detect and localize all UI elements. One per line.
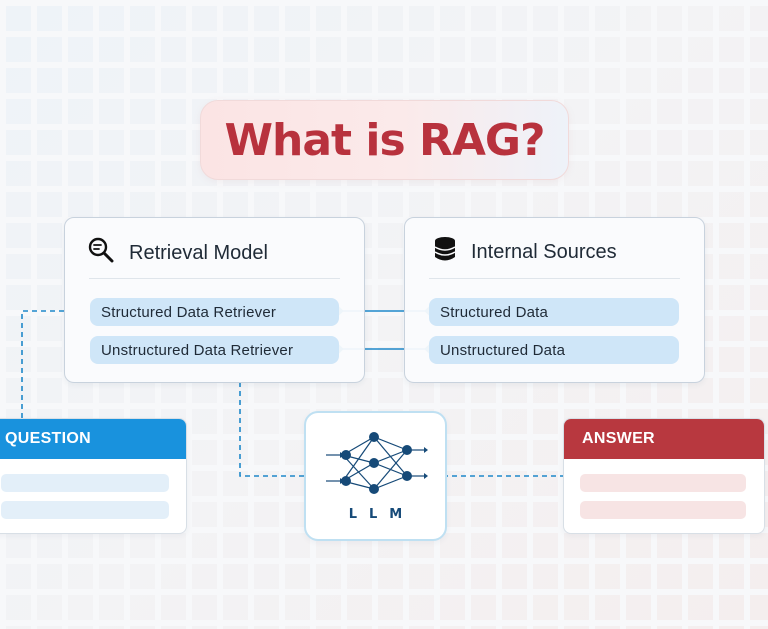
answer-line-2 (580, 501, 746, 519)
question-header: QUESTION (0, 419, 186, 459)
retrieval-model-title: Retrieval Model (129, 241, 268, 264)
divider (429, 278, 680, 279)
database-icon (433, 236, 457, 268)
structured-data-retriever: Structured Data Retriever (90, 298, 339, 326)
question-line-1 (1, 474, 169, 492)
unstructured-data: Unstructured Data (429, 336, 679, 364)
internal-sources-title: Internal Sources (471, 240, 617, 263)
structured-data: Structured Data (429, 298, 679, 326)
answer-line-1 (580, 474, 746, 492)
answer-label: ANSWER (582, 430, 655, 447)
divider (89, 278, 340, 279)
question-line-2 (1, 501, 169, 519)
title-banner: What is RAG? (200, 100, 569, 180)
question-card: QUESTION (0, 418, 187, 534)
answer-header: ANSWER (564, 419, 764, 459)
retrieval-model-header: Retrieval Model (87, 236, 268, 270)
structured-data-label: Structured Data (440, 303, 549, 321)
question-label: QUESTION (5, 430, 91, 447)
internal-sources-header: Internal Sources (433, 236, 617, 268)
neural-network-icon (326, 432, 428, 494)
structured-data-retriever-label: Structured Data Retriever (101, 303, 277, 321)
search-icon (87, 236, 115, 270)
retrieval-model-card: Retrieval Model Structured Data Retrieve… (64, 217, 365, 383)
internal-sources-card: Internal Sources Structured Data Unstruc… (404, 217, 705, 383)
unstructured-data-label: Unstructured Data (440, 341, 566, 359)
page-title: What is RAG? (224, 114, 545, 166)
llm-box: LLM (304, 411, 447, 541)
unstructured-data-retriever: Unstructured Data Retriever (90, 336, 339, 364)
unstructured-data-retriever-label: Unstructured Data Retriever (101, 341, 294, 359)
answer-card: ANSWER (563, 418, 765, 534)
llm-label: LLM (348, 507, 415, 522)
